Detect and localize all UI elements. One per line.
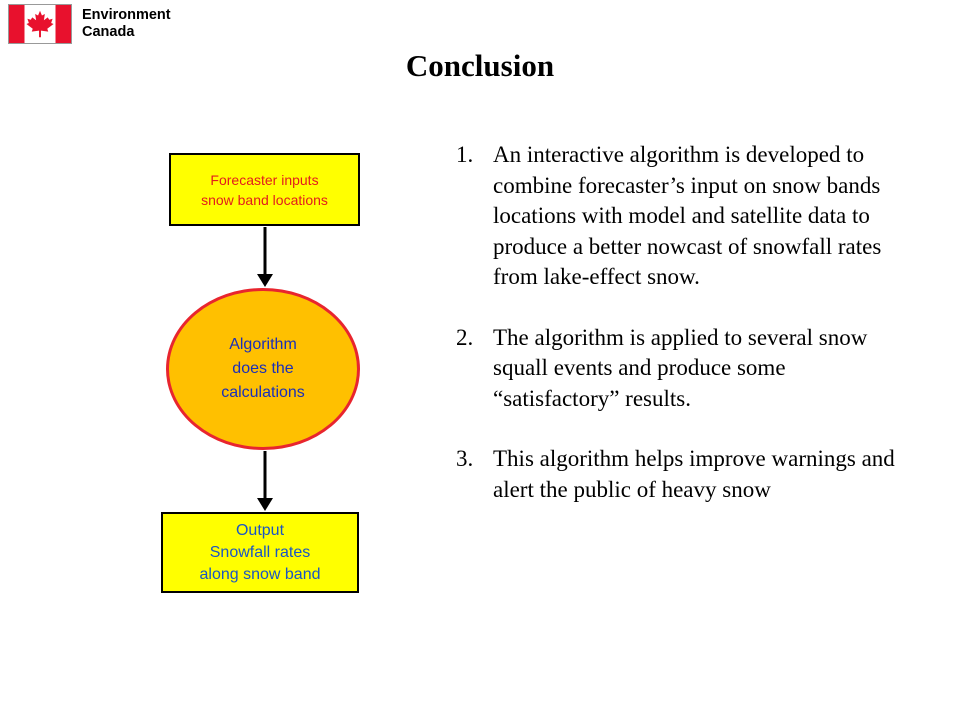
point-text: This algorithm helps improve warnings an…	[493, 446, 895, 502]
slide-title: Conclusion	[405, 48, 555, 83]
conclusion-points: 1. An interactive algorithm is developed…	[456, 140, 916, 535]
logo-line-2: Canada	[82, 24, 135, 40]
output-box-line-3: along snow band	[199, 565, 321, 583]
point-text: The algorithm is applied to several snow…	[493, 324, 868, 411]
environment-canada-logo: Environment Canada	[8, 3, 171, 45]
algorithm-ellipse: Algorithm does the calculations	[166, 288, 360, 450]
input-box-line-1: Forecaster inputs	[210, 171, 319, 188]
conclusion-point: 2. The algorithm is applied to several s…	[456, 323, 916, 415]
point-number: 2.	[456, 324, 474, 350]
logo-wordmark: Environment Canada	[82, 7, 171, 41]
arrow-input-to-algorithm-head	[257, 274, 273, 287]
point-number: 1.	[456, 142, 474, 167]
point-text: An interactive algorithm is developed to…	[493, 142, 882, 289]
input-box-line-2: snow band locations	[201, 191, 328, 208]
point-number: 3.	[456, 446, 474, 471]
output-box-line-1: Output	[235, 521, 285, 539]
forecaster-input-box: Forecaster inputs snow band locations	[169, 153, 360, 226]
conclusion-point: 1. An interactive algorithm is developed…	[456, 140, 916, 293]
conclusion-point: 3. This algorithm helps improve warnings…	[456, 444, 916, 505]
output-box: Output Snowfall rates along snow band	[161, 512, 359, 593]
logo-line-1: Environment	[82, 7, 171, 23]
canada-flag-icon	[8, 4, 72, 44]
algorithm-line-3: calculations	[221, 384, 305, 401]
output-box-line-2: Snowfall rates	[209, 543, 311, 561]
algorithm-line-2: does the	[232, 360, 294, 377]
arrow-algorithm-to-output-head	[257, 498, 273, 511]
algorithm-line-1: Algorithm	[229, 336, 297, 353]
